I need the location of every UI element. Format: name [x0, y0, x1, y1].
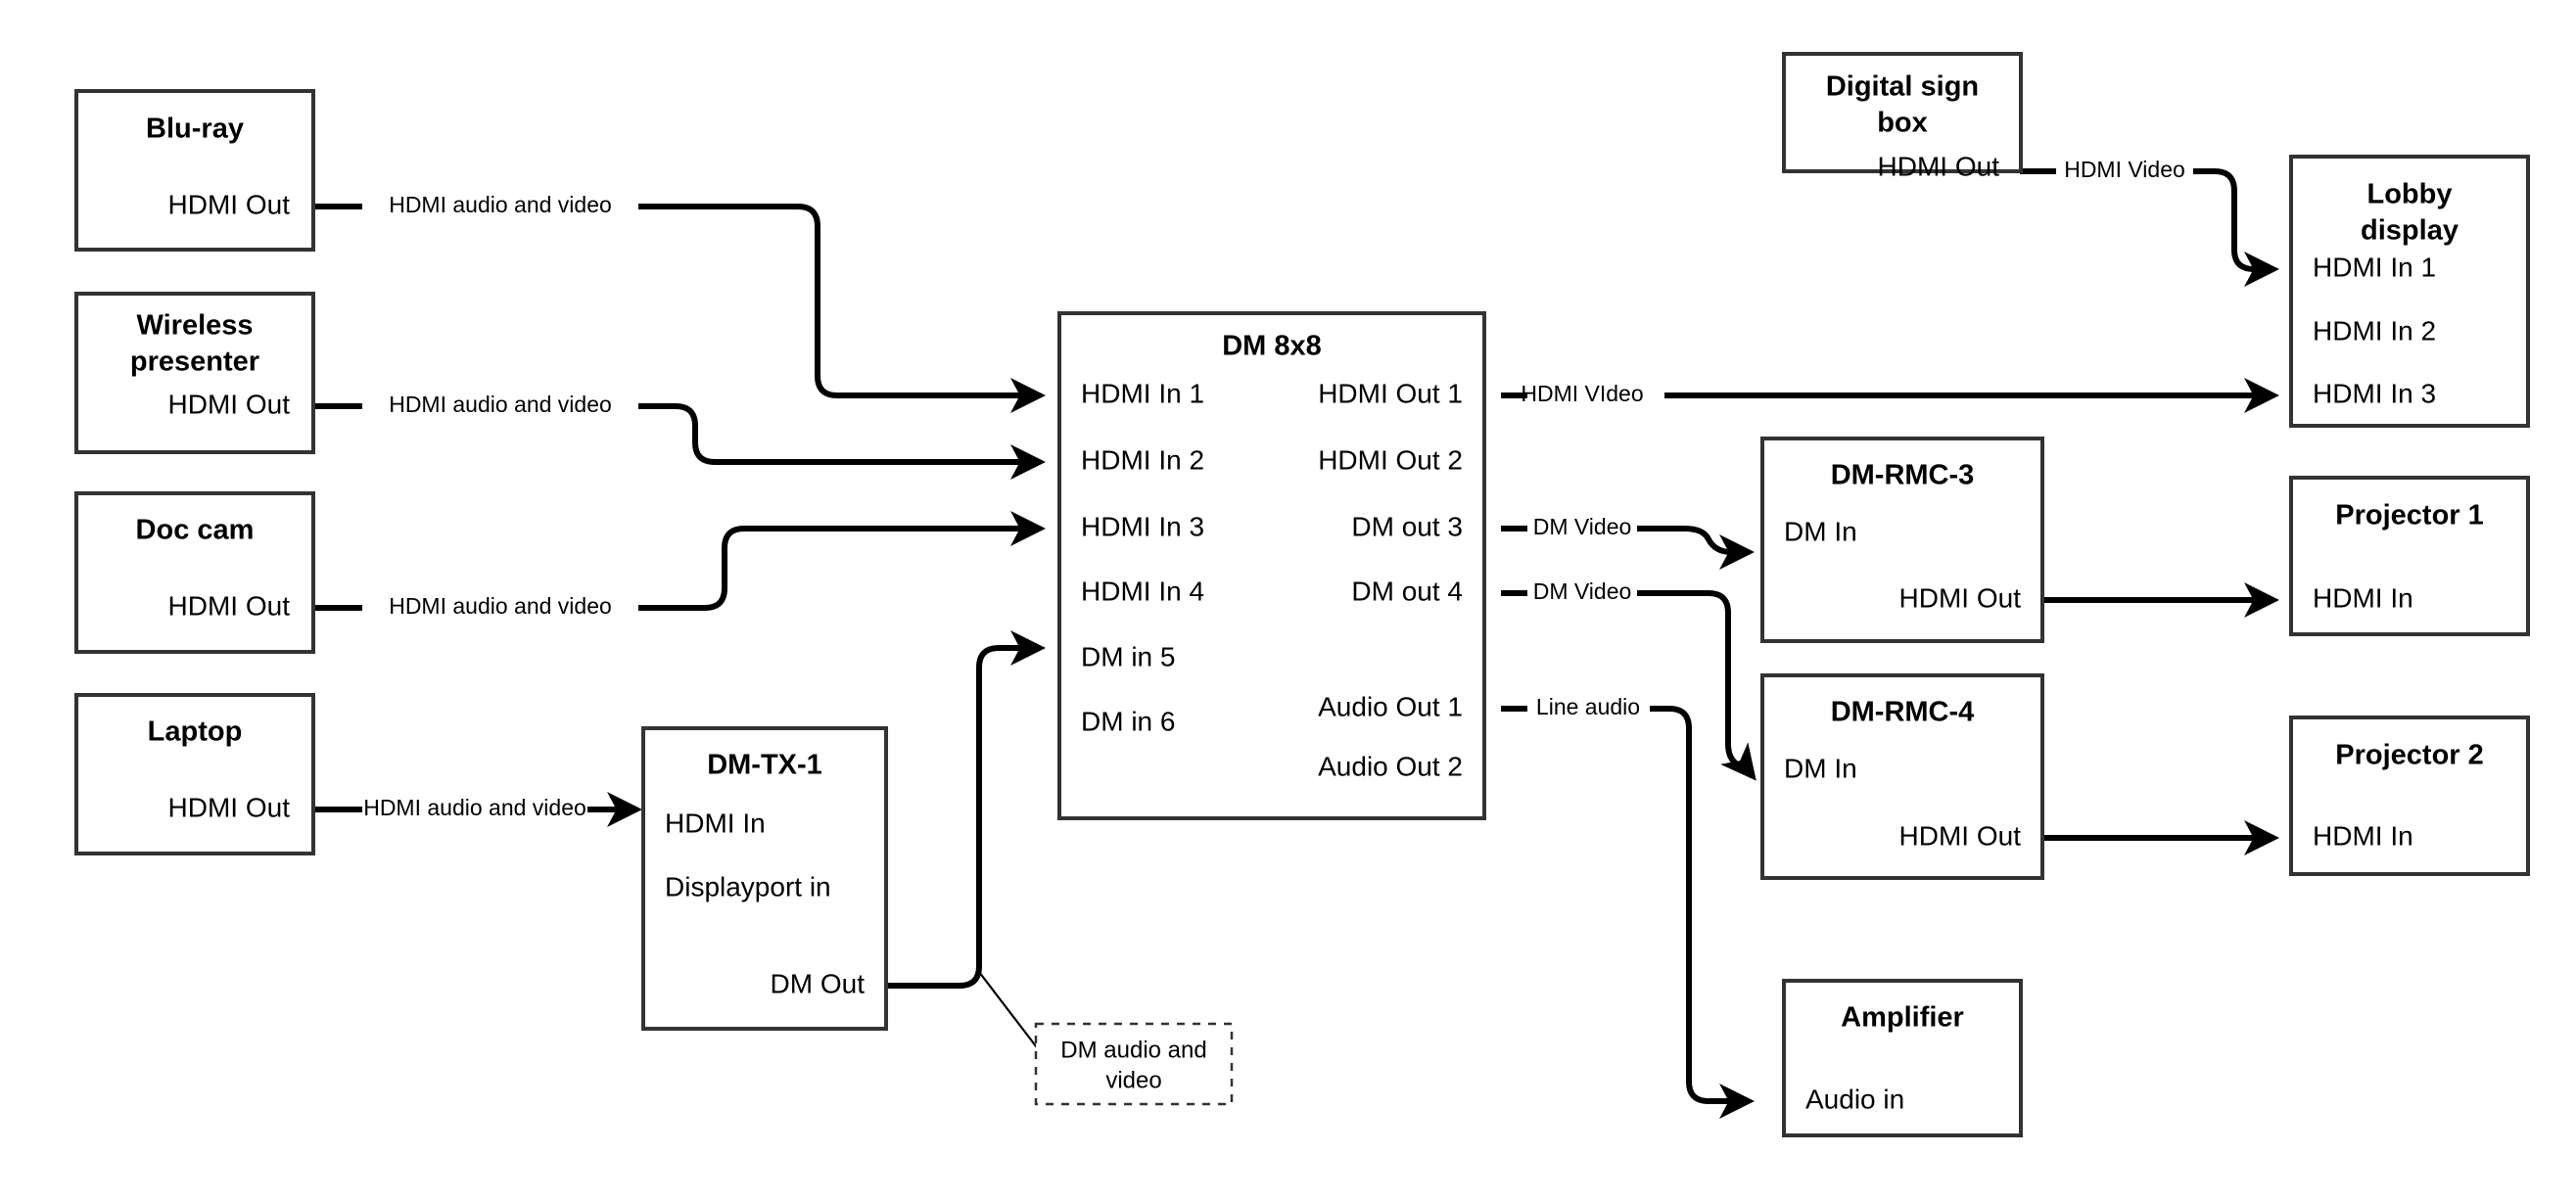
node-wireless-presenter-box: [74, 292, 315, 454]
node-projector-2-title: Projector 2: [2335, 740, 2484, 771]
node-dm-8x8-output-6: Audio Out 2: [1318, 751, 1463, 781]
node-dm-8x8-box: [1057, 311, 1486, 820]
node-dm-8x8-input-2: HDMI In 2: [1081, 444, 1204, 475]
callout-dm-audio-video[interactable]: DM audio and video: [1034, 1022, 1234, 1106]
node-projector-1-box: [2289, 476, 2530, 636]
node-digital-sign-box[interactable]: Digital sign box HDMI Out: [1782, 52, 2023, 181]
edge-label-hdmiout1-to-lobby: HDMI VIdeo: [1521, 381, 1643, 406]
node-lobby-display-title-line1: Lobby: [2367, 179, 2453, 210]
edge-label-dmout4-to-rmc4: DM Video: [1533, 578, 1632, 604]
node-laptop-title: Laptop: [148, 716, 243, 748]
node-laptop-box: [74, 693, 315, 855]
node-dm-rmc-3[interactable]: DM-RMC-3 DM In HDMI Out: [1760, 437, 2044, 643]
node-dm-8x8-output-3: DM out 3: [1351, 511, 1463, 541]
node-amplifier[interactable]: Amplifier Audio in: [1782, 979, 2023, 1137]
node-dm-8x8-output-1: HDMI Out 1: [1318, 378, 1463, 408]
node-dm-8x8-input-3: HDMI In 3: [1081, 511, 1204, 541]
node-dm-rmc-4-port-hdmi-out: HDMI Out: [1899, 820, 2022, 851]
node-dm-tx-1-box: [641, 726, 888, 1031]
node-dm-tx-1[interactable]: DM-TX-1 HDMI In Displayport in DM Out: [641, 726, 888, 1031]
leader-line-dm-audio-video: [978, 971, 1044, 1056]
node-dm-8x8-output-4: DM out 4: [1351, 576, 1463, 606]
node-dm-tx-1-port-hdmi-in: HDMI In: [665, 808, 766, 838]
node-digital-sign-box-title-line2: box: [1877, 108, 1928, 139]
node-bluray[interactable]: Blu-ray HDMI Out: [74, 89, 315, 252]
node-dm-rmc-3-title: DM-RMC-3: [1831, 460, 1975, 491]
node-dm-8x8-output-5: Audio Out 1: [1318, 691, 1463, 721]
edge-label-dmout3-to-rmc3: DM Video: [1533, 514, 1632, 539]
node-projector-2-box: [2289, 716, 2530, 876]
node-dm-rmc-3-box: [1760, 437, 2044, 643]
node-dm-rmc-4-box: [1760, 673, 2044, 880]
node-dm-8x8-output-2: HDMI Out 2: [1318, 444, 1463, 475]
edge-bluray-to-dm8x8-in1: [313, 204, 1040, 395]
node-projector-1[interactable]: Projector 1 HDMI In: [2289, 476, 2530, 636]
node-projector-1-title: Projector 1: [2335, 500, 2484, 531]
node-dm-8x8-title: DM 8x8: [1222, 331, 1322, 362]
node-digital-sign-box-box: [1782, 52, 2023, 173]
node-lobby-display-input-1: HDMI In 1: [2313, 252, 2436, 282]
edge-dmtx1-to-dm8x8-in5: [886, 630, 1046, 989]
node-bluray-port-hdmi-out: HDMI Out: [168, 189, 291, 219]
edge-dm8x8-out4-to-dmrmc4: [1501, 590, 1753, 776]
node-dm-8x8[interactable]: DM 8x8 HDMI In 1 HDMI In 2 HDMI In 3 HDM…: [1057, 311, 1486, 820]
node-dm-rmc-4-title: DM-RMC-4: [1831, 697, 1975, 728]
node-lobby-display-box: [2289, 155, 2530, 428]
node-amplifier-title: Amplifier: [1841, 1002, 1964, 1034]
node-dm-rmc-4[interactable]: DM-RMC-4 DM In HDMI Out: [1760, 673, 2044, 880]
edge-dm8x8-out3-to-dmrmc3: [1501, 529, 1749, 552]
callout-dm-audio-video-box: [1034, 1022, 1234, 1106]
node-laptop[interactable]: Laptop HDMI Out: [74, 693, 315, 855]
node-amplifier-port-audio-in: Audio in: [1805, 1084, 1904, 1114]
edge-label-bluray-to-in1: HDMI audio and video: [389, 192, 612, 217]
node-doc-cam-box: [74, 491, 315, 654]
node-wireless-presenter-port-hdmi-out: HDMI Out: [168, 389, 291, 419]
node-lobby-display-title-line2: display: [2361, 215, 2459, 247]
node-dm-tx-1-title: DM-TX-1: [707, 750, 822, 781]
node-projector-2-port-hdmi-in: HDMI In: [2313, 820, 2413, 851]
node-doc-cam-title: Doc cam: [136, 515, 255, 546]
node-digital-sign-box-port-hdmi-out: HDMI Out: [1878, 151, 2000, 181]
node-dm-8x8-input-4: HDMI In 4: [1081, 576, 1204, 606]
node-projector-1-port-hdmi-in: HDMI In: [2313, 582, 2413, 613]
node-bluray-box: [74, 89, 315, 252]
node-lobby-display[interactable]: Lobby display HDMI In 1 HDMI In 2 HDMI I…: [2289, 155, 2530, 428]
node-dm-rmc-3-port-hdmi-out: HDMI Out: [1899, 582, 2022, 613]
edge-label-wireless-to-in2: HDMI audio and video: [389, 392, 612, 417]
node-projector-2[interactable]: Projector 2 HDMI In: [2289, 716, 2530, 876]
edge-label-doccam-to-in3: HDMI audio and video: [389, 593, 612, 619]
node-doc-cam-port-hdmi-out: HDMI Out: [168, 590, 291, 621]
node-dm-8x8-input-5: DM in 5: [1081, 641, 1175, 671]
callout-dm-audio-video-line2: video: [1105, 1067, 1161, 1093]
node-dm-tx-1-port-dm-out: DM Out: [771, 968, 866, 998]
edge-label-audioout1-to-amp: Line audio: [1536, 694, 1640, 719]
edge-label-sign-to-lobby: HDMI Video: [2064, 157, 2185, 182]
node-dm-rmc-4-port-dm-in: DM In: [1784, 753, 1857, 783]
node-amplifier-box: [1782, 979, 2023, 1137]
node-bluray-title: Blu-ray: [146, 114, 244, 145]
edge-sign-to-lobby-in1: [2020, 168, 2273, 269]
node-lobby-display-input-2: HDMI In 2: [2313, 315, 2436, 346]
edge-doccam-to-dm8x8-in3: [313, 529, 1040, 611]
node-laptop-port-hdmi-out: HDMI Out: [168, 792, 291, 822]
node-lobby-display-input-3: HDMI In 3: [2313, 378, 2436, 408]
node-dm-8x8-input-6: DM in 6: [1081, 706, 1175, 736]
node-wireless-presenter-title-line1: Wireless: [136, 310, 253, 342]
node-digital-sign-box-title-line1: Digital sign: [1826, 71, 1979, 103]
edge-wireless-to-dm8x8-in2: [313, 403, 1040, 462]
callout-dm-audio-video-line1: DM audio and: [1060, 1037, 1206, 1063]
node-wireless-presenter-title-line2: presenter: [130, 346, 259, 378]
node-dm-tx-1-port-displayport-in: Displayport in: [665, 871, 831, 901]
node-doc-cam[interactable]: Doc cam HDMI Out: [74, 491, 315, 654]
edge-dm8x8-audioout1-to-amplifier: [1501, 706, 1749, 1101]
node-dm-rmc-3-port-dm-in: DM In: [1784, 516, 1857, 546]
node-dm-8x8-input-1: HDMI In 1: [1081, 378, 1204, 408]
edge-label-laptop-to-dmtx1: HDMI audio and video: [363, 795, 586, 820]
node-wireless-presenter[interactable]: Wireless presenter HDMI Out: [74, 292, 315, 454]
